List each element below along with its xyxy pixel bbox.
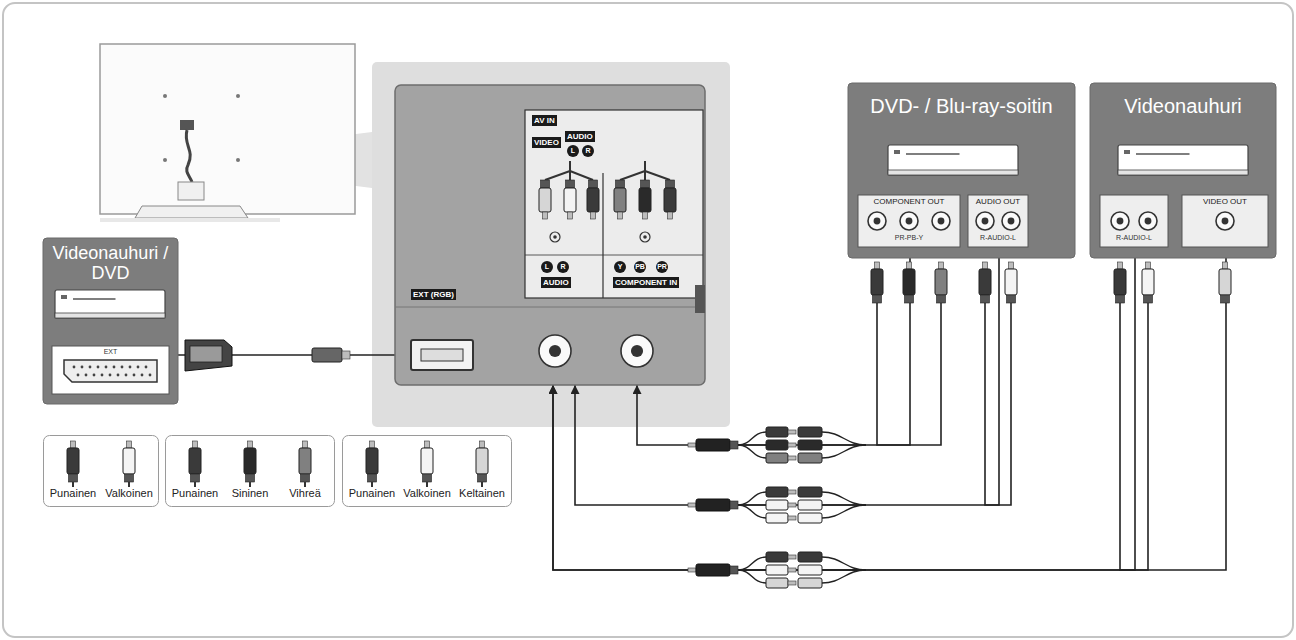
output-panel: COMPONENT OUT PR-PB-Y (858, 195, 962, 247)
device-title: Videonauhuri / DVD (44, 244, 177, 284)
color-name: Valkoinen (398, 487, 456, 500)
color-name: Valkoinen (100, 487, 158, 500)
device-box: Videonauhuri / DVD EXT (43, 238, 179, 404)
jack-label: PR-PB-Y (858, 234, 960, 242)
port-label: VIDEO (532, 137, 561, 148)
color-name: Punainen (166, 487, 224, 500)
color-key-box: PunainenValkoinenKeltainen (342, 435, 513, 507)
port-label: AUDIO (565, 131, 595, 142)
tv-rear-panel: AV INVIDEOAUDIOLRLRAUDIOCOMPONENT INYPBP… (395, 85, 705, 385)
channel-mark: L (567, 145, 579, 157)
port-label: EXT (RGB) (411, 289, 456, 300)
channel-mark: Y (614, 261, 626, 273)
color-key-box: PunainenValkoinen (43, 435, 160, 507)
channel-mark: R (582, 145, 594, 157)
port-label: EXT (52, 348, 169, 356)
channel-mark: PB (634, 261, 646, 273)
color-name: Punainen (44, 487, 102, 500)
color-key-box: PunainenSininenVihreä (165, 435, 336, 507)
output-panel: R-AUDIO-L (1100, 195, 1170, 247)
port-label: VIDEO OUT (1182, 197, 1268, 206)
scart-input: EXT (RGB) (405, 285, 480, 385)
port-label: AV IN (532, 115, 557, 126)
device-box: VideonauhuriR-AUDIO-L VIDEO OUT (1090, 83, 1278, 258)
output-panel: VIDEO OUT (1182, 195, 1270, 247)
port-label: COMPONENT OUT (858, 197, 960, 206)
port-label: COMPONENT IN (613, 277, 679, 288)
channel-mark: L (541, 261, 553, 273)
device-title: DVD- / Blu-ray-soitin (848, 95, 1075, 117)
jack-label: R-AUDIO-L (1100, 234, 1168, 242)
port-label: AUDIO (541, 277, 571, 288)
color-name: Keltainen (453, 487, 511, 500)
output-panel: AUDIO OUT R-AUDIO-L (968, 195, 1030, 247)
device-box: DVD- / Blu-ray-soitinCOMPONENT OUT PR-PB-… (848, 83, 1077, 258)
device-title: Videonauhuri (1090, 95, 1276, 117)
port-label: AUDIO OUT (968, 197, 1028, 206)
color-name: Sininen (221, 487, 279, 500)
color-name: Vihreä (276, 487, 334, 500)
channel-mark: PR (656, 261, 668, 273)
scart-port: EXT (52, 346, 171, 394)
color-name: Punainen (343, 487, 401, 500)
jack-label: R-AUDIO-L (968, 234, 1028, 242)
channel-mark: R (557, 261, 569, 273)
